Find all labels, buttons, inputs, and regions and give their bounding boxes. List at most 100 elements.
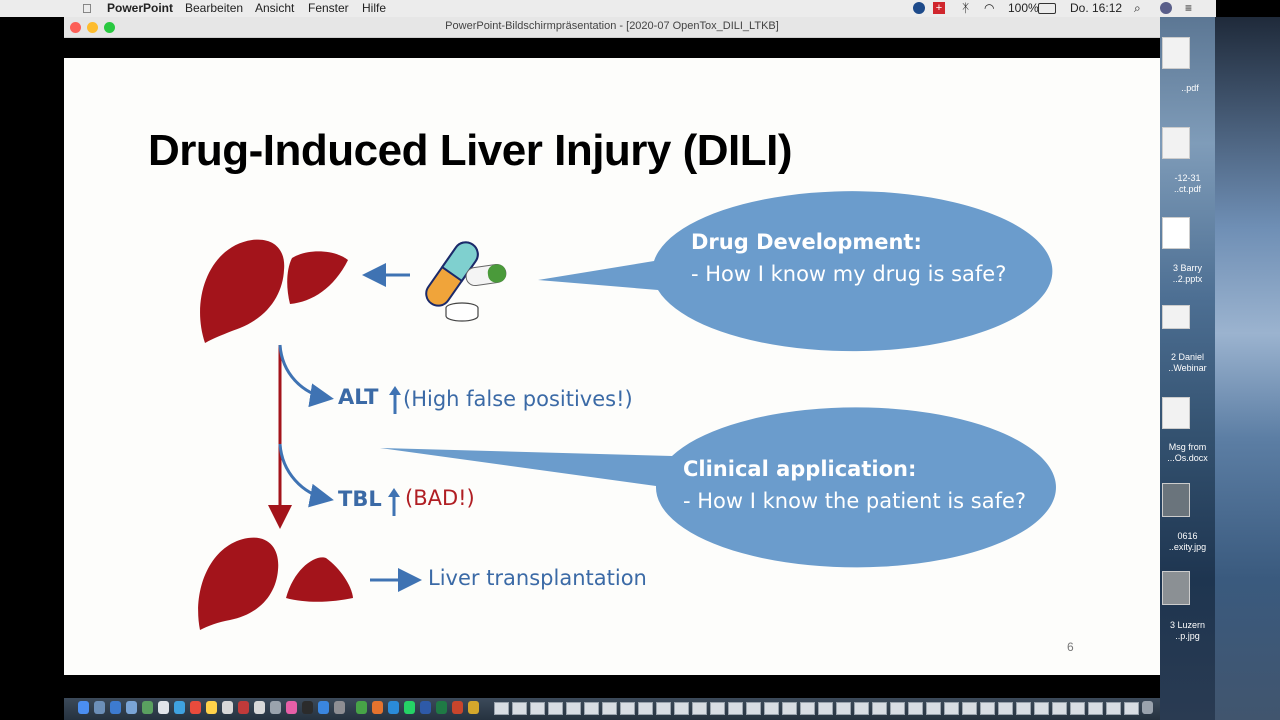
minimized-window-icon[interactable] — [980, 702, 995, 715]
reminders-icon[interactable] — [222, 701, 233, 714]
skype-icon[interactable] — [388, 701, 399, 714]
minimized-window-icon[interactable] — [746, 702, 761, 715]
docx-file-icon[interactable] — [1162, 397, 1190, 429]
minimized-window-icon[interactable] — [674, 702, 689, 715]
text-edit-icon[interactable] — [254, 701, 265, 714]
app-store-icon[interactable] — [318, 701, 329, 714]
desktop-file-5[interactable]: Msg from ...Os.docx — [1167, 442, 1208, 463]
dock — [64, 698, 1160, 720]
bluetooth-icon[interactable]: ᛡ — [962, 1, 970, 15]
minimized-window-icon[interactable] — [1034, 702, 1049, 715]
powerpoint-icon[interactable] — [452, 701, 463, 714]
minimized-window-icon[interactable] — [548, 702, 563, 715]
menu-hilfe[interactable]: Hilfe — [362, 1, 387, 15]
minimized-window-icon[interactable] — [908, 702, 923, 715]
launchpad-icon[interactable] — [94, 701, 105, 714]
wifi-icon[interactable]: ◠ — [984, 1, 995, 15]
close-button[interactable] — [70, 22, 81, 33]
desktop-file-4[interactable]: 2 Daniel ..Webinar — [1168, 352, 1207, 373]
minimized-window-icon[interactable] — [602, 702, 617, 715]
pdf-file-icon[interactable] — [1162, 37, 1190, 69]
notification-center-icon[interactable]: ≡ — [1185, 1, 1193, 15]
firefox-icon[interactable] — [372, 701, 383, 714]
apple-icon[interactable]:  — [82, 1, 92, 16]
word-icon[interactable] — [420, 701, 431, 714]
terminal-icon[interactable] — [302, 701, 313, 714]
minimized-window-icon[interactable] — [1124, 702, 1139, 715]
minimized-window-icon[interactable] — [638, 702, 653, 715]
menu-app-name[interactable]: PowerPoint — [107, 1, 174, 15]
minimized-window-icon[interactable] — [1106, 702, 1121, 715]
minimized-window-icon[interactable] — [728, 702, 743, 715]
calendar-icon[interactable] — [190, 701, 201, 714]
pdf-file-icon[interactable] — [1162, 127, 1190, 159]
zoom-app-icon[interactable] — [468, 701, 479, 714]
search-icon[interactable]: ⌕ — [1134, 1, 1141, 15]
status-check-icon[interactable] — [913, 2, 925, 14]
minimized-window-icon[interactable] — [890, 702, 905, 715]
menu-fenster[interactable]: Fenster — [308, 1, 349, 15]
music-icon[interactable] — [286, 701, 297, 714]
battery-percent[interactable]: 100% — [1008, 1, 1039, 15]
safari-icon[interactable] — [110, 701, 121, 714]
minimized-window-icon[interactable] — [998, 702, 1013, 715]
minimized-window-icon[interactable] — [872, 702, 887, 715]
trash-icon[interactable] — [1142, 701, 1153, 714]
minimized-window-icon[interactable] — [836, 702, 851, 715]
minimized-window-icon[interactable] — [620, 702, 635, 715]
swiss-flag-icon[interactable]: + — [933, 2, 945, 14]
system-icon[interactable] — [270, 701, 281, 714]
minimized-window-icon[interactable] — [584, 702, 599, 715]
whatsapp-icon[interactable] — [404, 701, 415, 714]
zoom-button[interactable] — [104, 22, 115, 33]
minimized-window-icon[interactable] — [764, 702, 779, 715]
image-thumbnail-icon[interactable] — [1162, 571, 1190, 605]
minimized-window-icon[interactable] — [494, 702, 509, 715]
chrome-icon[interactable] — [356, 701, 367, 714]
document-thumbnail-icon[interactable] — [1162, 305, 1190, 329]
presentation-letterbox — [64, 38, 1160, 58]
desktop-file-1[interactable]: ..pdf — [1181, 83, 1199, 93]
minimized-window-icon[interactable] — [926, 702, 941, 715]
messages-icon[interactable] — [174, 701, 185, 714]
excel-icon[interactable] — [436, 701, 447, 714]
desktop-file-3[interactable]: 3 Barry ..2.pptx — [1172, 263, 1203, 284]
minimized-window-icon[interactable] — [566, 702, 581, 715]
minimized-window-icon[interactable] — [800, 702, 815, 715]
clock[interactable]: Do. 16:12 — [1070, 1, 1123, 15]
preferences-icon[interactable] — [334, 701, 345, 714]
speech-bubble-drug-development — [538, 191, 1053, 352]
battery-icon[interactable] — [1038, 3, 1056, 14]
slide[interactable]: Drug-Induced Liver Injury (DILI) — [64, 58, 1160, 675]
minimized-window-icon[interactable] — [512, 702, 527, 715]
desktop-file-7[interactable]: 3 Luzern ..p.jpg — [1169, 620, 1206, 641]
mail-icon[interactable] — [126, 701, 137, 714]
desktop-file-2[interactable]: -12-31 ..ct.pdf — [1173, 173, 1201, 194]
siri-icon[interactable] — [1160, 2, 1172, 14]
minimized-window-icon[interactable] — [944, 702, 959, 715]
minimized-window-icon[interactable] — [818, 702, 833, 715]
minimized-window-icon[interactable] — [692, 702, 707, 715]
image-thumbnail-icon[interactable] — [1162, 483, 1190, 517]
minimized-window-icon[interactable] — [710, 702, 725, 715]
notes-icon[interactable] — [206, 701, 217, 714]
minimized-window-icon[interactable] — [1088, 702, 1103, 715]
minimized-window-icon[interactable] — [1070, 702, 1085, 715]
maps-icon[interactable] — [142, 701, 153, 714]
menu-bearbeiten[interactable]: Bearbeiten — [185, 1, 244, 15]
minimized-window-icon[interactable] — [962, 702, 977, 715]
finder-icon[interactable] — [78, 701, 89, 714]
pdf-app-icon[interactable] — [238, 701, 249, 714]
pptx-file-icon[interactable] — [1162, 217, 1190, 249]
minimized-window-icon[interactable] — [782, 702, 797, 715]
photos-icon[interactable] — [158, 701, 169, 714]
minimized-window-icon[interactable] — [1052, 702, 1067, 715]
minimized-window-icon[interactable] — [854, 702, 869, 715]
desktop-wallpaper — [1215, 17, 1280, 720]
desktop-file-6[interactable]: 0616 ..exity.jpg — [1168, 531, 1207, 552]
menu-ansicht[interactable]: Ansicht — [255, 1, 295, 15]
minimized-window-icon[interactable] — [1016, 702, 1031, 715]
minimized-window-icon[interactable] — [656, 702, 671, 715]
minimized-window-icon[interactable] — [530, 702, 545, 715]
minimize-button[interactable] — [87, 22, 98, 33]
